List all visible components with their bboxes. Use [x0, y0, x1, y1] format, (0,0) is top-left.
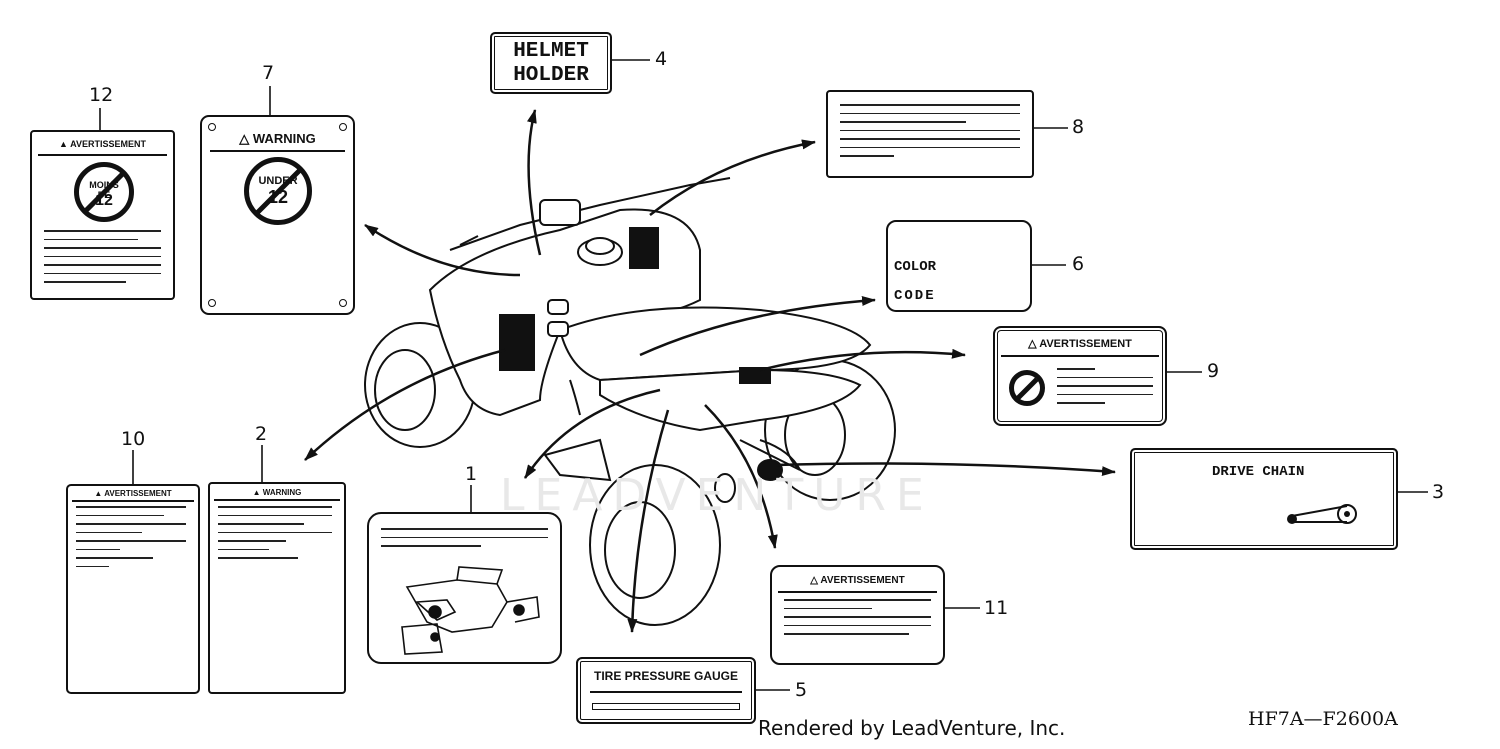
label-7-warning: △ WARNING UNDER 12 — [200, 115, 355, 315]
label-7-header: △ WARNING — [239, 131, 316, 146]
callout-11: 11 — [984, 597, 1009, 619]
helmet-holder-line2: HOLDER — [513, 64, 589, 87]
label-9-avertissement: △ AVERTISSEMENT — [993, 326, 1167, 426]
tire-pressure-gauge-text: TIRE PRESSURE GAUGE — [593, 669, 739, 683]
label-2-warning: ▲ WARNING — [208, 482, 346, 694]
arrow-to-label-8 — [649, 139, 816, 216]
label-3-drive-chain: DRIVE CHAIN — [1130, 448, 1398, 550]
callout-4: 4 — [655, 48, 668, 70]
callout-9: 9 — [1207, 360, 1220, 382]
watermark: LEADVENTURE — [500, 470, 934, 521]
callout-7: 7 — [262, 62, 275, 84]
label-11-header: △ AVERTISSEMENT — [810, 575, 905, 586]
label-9-header: △ AVERTISSEMENT — [1028, 338, 1132, 350]
label-12-age: 12 — [95, 192, 113, 209]
no-under-12-icon — [244, 157, 312, 225]
arrow-to-label-1 — [523, 388, 661, 479]
arrow-to-label-4 — [527, 109, 542, 256]
arrow-to-label-9 — [759, 348, 966, 372]
label-10-header: ▲ AVERTISSEMENT — [94, 489, 172, 498]
label-8 — [826, 90, 1034, 178]
arrow-to-label-5 — [627, 409, 670, 633]
footer-credit: Rendered by LeadVenture, Inc. — [758, 716, 1066, 740]
label-7-under-text: UNDER — [258, 175, 298, 187]
arrow-to-label-6 — [639, 295, 876, 357]
callout-2: 2 — [255, 423, 268, 445]
callout-6: 6 — [1072, 253, 1085, 275]
callout-10: 10 — [121, 428, 146, 450]
label-11-avertissement: △ AVERTISSEMENT — [770, 565, 945, 665]
callout-8: 8 — [1072, 116, 1085, 138]
label-12-avertissement: ▲ AVERTISSEMENT MOINS DE 12 — [30, 130, 175, 300]
code-text: CODE — [894, 288, 936, 304]
drive-chain-icon — [1287, 504, 1357, 524]
label-4-helmet-holder: HELMET HOLDER — [490, 32, 612, 94]
callout-5: 5 — [795, 679, 808, 701]
label-12-under-text: MOINS DE — [89, 180, 119, 200]
arrow-to-label-2-10 — [304, 348, 506, 461]
helmet-holder-line1: HELMET — [513, 40, 589, 63]
drive-chain-text: DRIVE CHAIN — [1212, 464, 1305, 480]
label-10-avertissement: ▲ AVERTISSEMENT — [66, 484, 200, 694]
arrow-to-label-12-7 — [364, 223, 521, 277]
callout-12: 12 — [89, 84, 114, 106]
label-2-header: ▲ WARNING — [252, 488, 302, 497]
prohibition-icon — [1009, 370, 1045, 406]
vehicle-part-illustration — [401, 566, 540, 655]
label-6-color-code: COLOR CODE — [886, 220, 1032, 312]
arrow-to-label-11 — [704, 404, 778, 549]
callout-3: 3 — [1432, 481, 1445, 503]
callout-1: 1 — [465, 463, 478, 485]
label-1 — [367, 512, 562, 664]
color-text: COLOR — [894, 259, 937, 275]
label-7-age: 12 — [267, 187, 289, 207]
no-under-12-icon — [74, 162, 134, 222]
diagram-code: HF7A—F2600A — [1248, 708, 1398, 730]
label-12-header: ▲ AVERTISSEMENT — [59, 139, 146, 149]
arrow-to-label-3 — [774, 462, 1116, 477]
label-5-tire-pressure-gauge: TIRE PRESSURE GAUGE — [576, 657, 756, 724]
